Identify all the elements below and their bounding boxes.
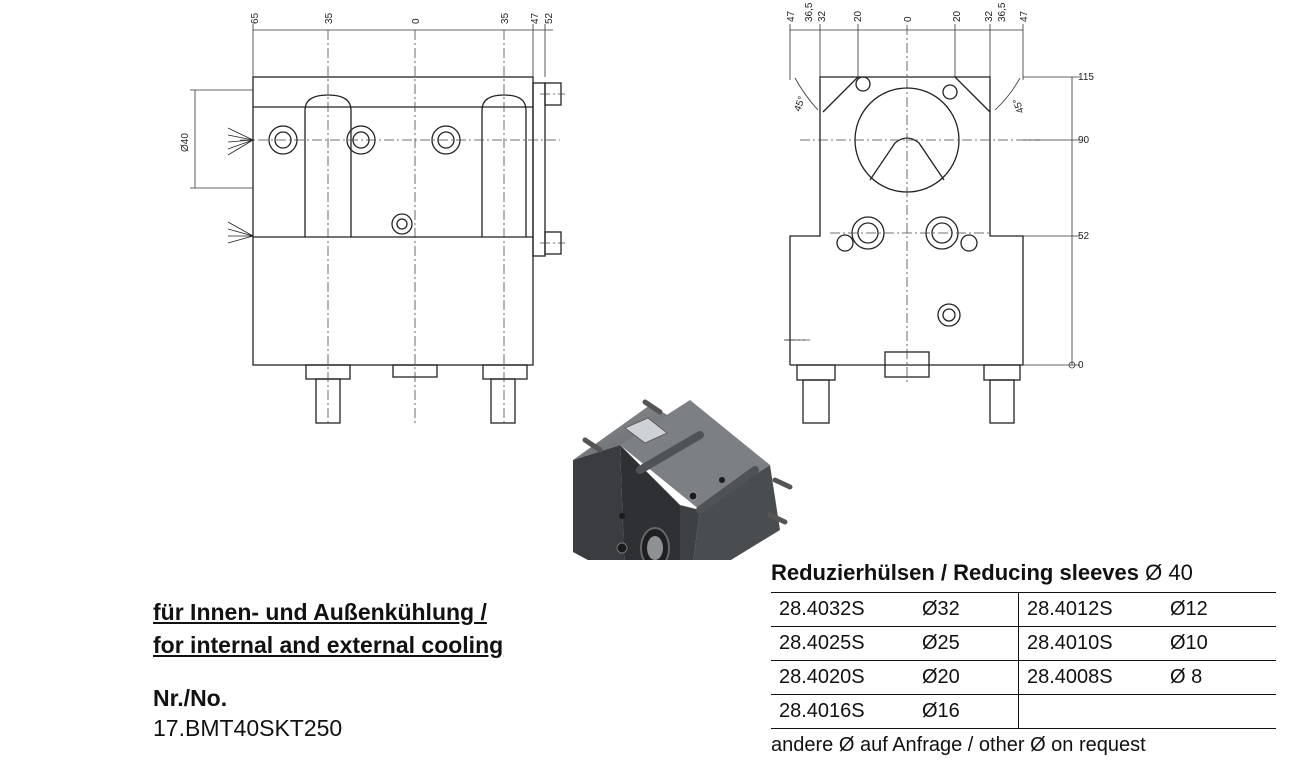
dim-label: 32: [984, 10, 995, 22]
technical-drawing: 65 35 0 35 47 52 Ø40: [180, 2, 1094, 560]
dim-label: 36,5: [804, 2, 815, 22]
dim-label: 0: [1078, 360, 1084, 371]
table-row: 28.4016S Ø16: [771, 694, 1276, 729]
table-row: 28.4032S Ø32 28.4012S Ø12: [771, 592, 1276, 627]
table-row: 28.4020S Ø20 28.4008S Ø 8: [771, 660, 1276, 695]
sleeves-note: andere Ø auf Anfrage / other Ø on reques…: [771, 734, 1146, 756]
sleeve-diameter: Ø32: [914, 592, 1019, 627]
reducing-sleeves-table: 28.4032S Ø32 28.4012S Ø12 28.4025S Ø25 2…: [771, 592, 1276, 729]
angle-label: 45°: [1011, 97, 1027, 115]
angle-label: 45°: [792, 95, 808, 113]
dim-label: 36,5: [997, 2, 1008, 22]
sleeve-diameter: Ø12: [1162, 592, 1276, 627]
article-number-label: Nr./No.: [153, 685, 228, 711]
dim-label: 35: [324, 12, 335, 24]
dim-label: 32: [817, 10, 828, 22]
reducing-sleeves-title-bold: Reduzierhülsen / Reducing sleeves: [771, 560, 1140, 585]
side-view-centerlines: [785, 25, 1040, 385]
sleeve-code: 28.4010S: [1018, 626, 1162, 661]
dim-label: 52: [544, 12, 555, 24]
reducing-sleeves-title: Reduzierhülsen / Reducing sleeves Ø 40: [771, 560, 1193, 586]
reducing-sleeves-title-diameter: Ø 40: [1139, 560, 1193, 585]
dim-label: 52: [1078, 231, 1090, 242]
dim-label: 47: [530, 12, 541, 24]
sleeve-code: 28.4008S: [1018, 660, 1162, 695]
dim-label: 0: [903, 16, 914, 22]
sleeve-code: 28.4016S: [771, 694, 914, 729]
dim-label: 20: [853, 10, 864, 22]
dim-label: 0: [411, 18, 422, 24]
sleeve-code: 28.4025S: [771, 626, 914, 661]
dim-label: 65: [250, 12, 261, 24]
dim-label: Ø40: [180, 133, 191, 152]
sleeve-code: 28.4012S: [1018, 592, 1162, 627]
front-view-dimensions: [190, 24, 553, 189]
side-view: [789, 76, 1024, 424]
front-view-centerlines: [240, 30, 565, 425]
cooling-line-de: für Innen- und Außenkühlung /: [153, 599, 487, 625]
dim-label: 20: [952, 10, 963, 22]
sleeve-code: 28.4032S: [771, 592, 914, 627]
table-row: 28.4025S Ø25 28.4010S Ø10: [771, 626, 1276, 661]
dim-label: 35: [500, 12, 511, 24]
dim-label: 90: [1078, 135, 1090, 146]
sleeve-code: 28.4020S: [771, 660, 914, 695]
sleeve-diameter: Ø20: [914, 660, 1019, 695]
dim-label: 115: [1078, 72, 1094, 83]
cooling-description: für Innen- und Außenkühlung / for intern…: [153, 596, 503, 662]
sleeve-diameter: Ø25: [914, 626, 1019, 661]
cooling-line-en: for internal and external cooling: [153, 632, 504, 658]
article-number-value: 17.BMT40SKT250: [153, 715, 343, 741]
sleeve-code: [1018, 694, 1162, 729]
side-view-dim-labels: 47 36,5 32 20 0 20 32 36,5 47 45° 45° 11…: [786, 2, 1094, 371]
front-view-dim-labels: 65 35 0 35 47 52 Ø40: [180, 12, 555, 152]
dim-label: 47: [786, 10, 797, 22]
sleeve-diameter: Ø 8: [1162, 660, 1276, 695]
side-view-dimensions: [784, 24, 1080, 369]
isometric-render: [573, 399, 793, 560]
dim-label: 47: [1019, 10, 1030, 22]
sleeve-diameter: Ø10: [1162, 626, 1276, 661]
sleeve-diameter: Ø16: [914, 694, 1019, 729]
sleeve-diameter: [1162, 694, 1276, 729]
front-view: [227, 76, 562, 424]
